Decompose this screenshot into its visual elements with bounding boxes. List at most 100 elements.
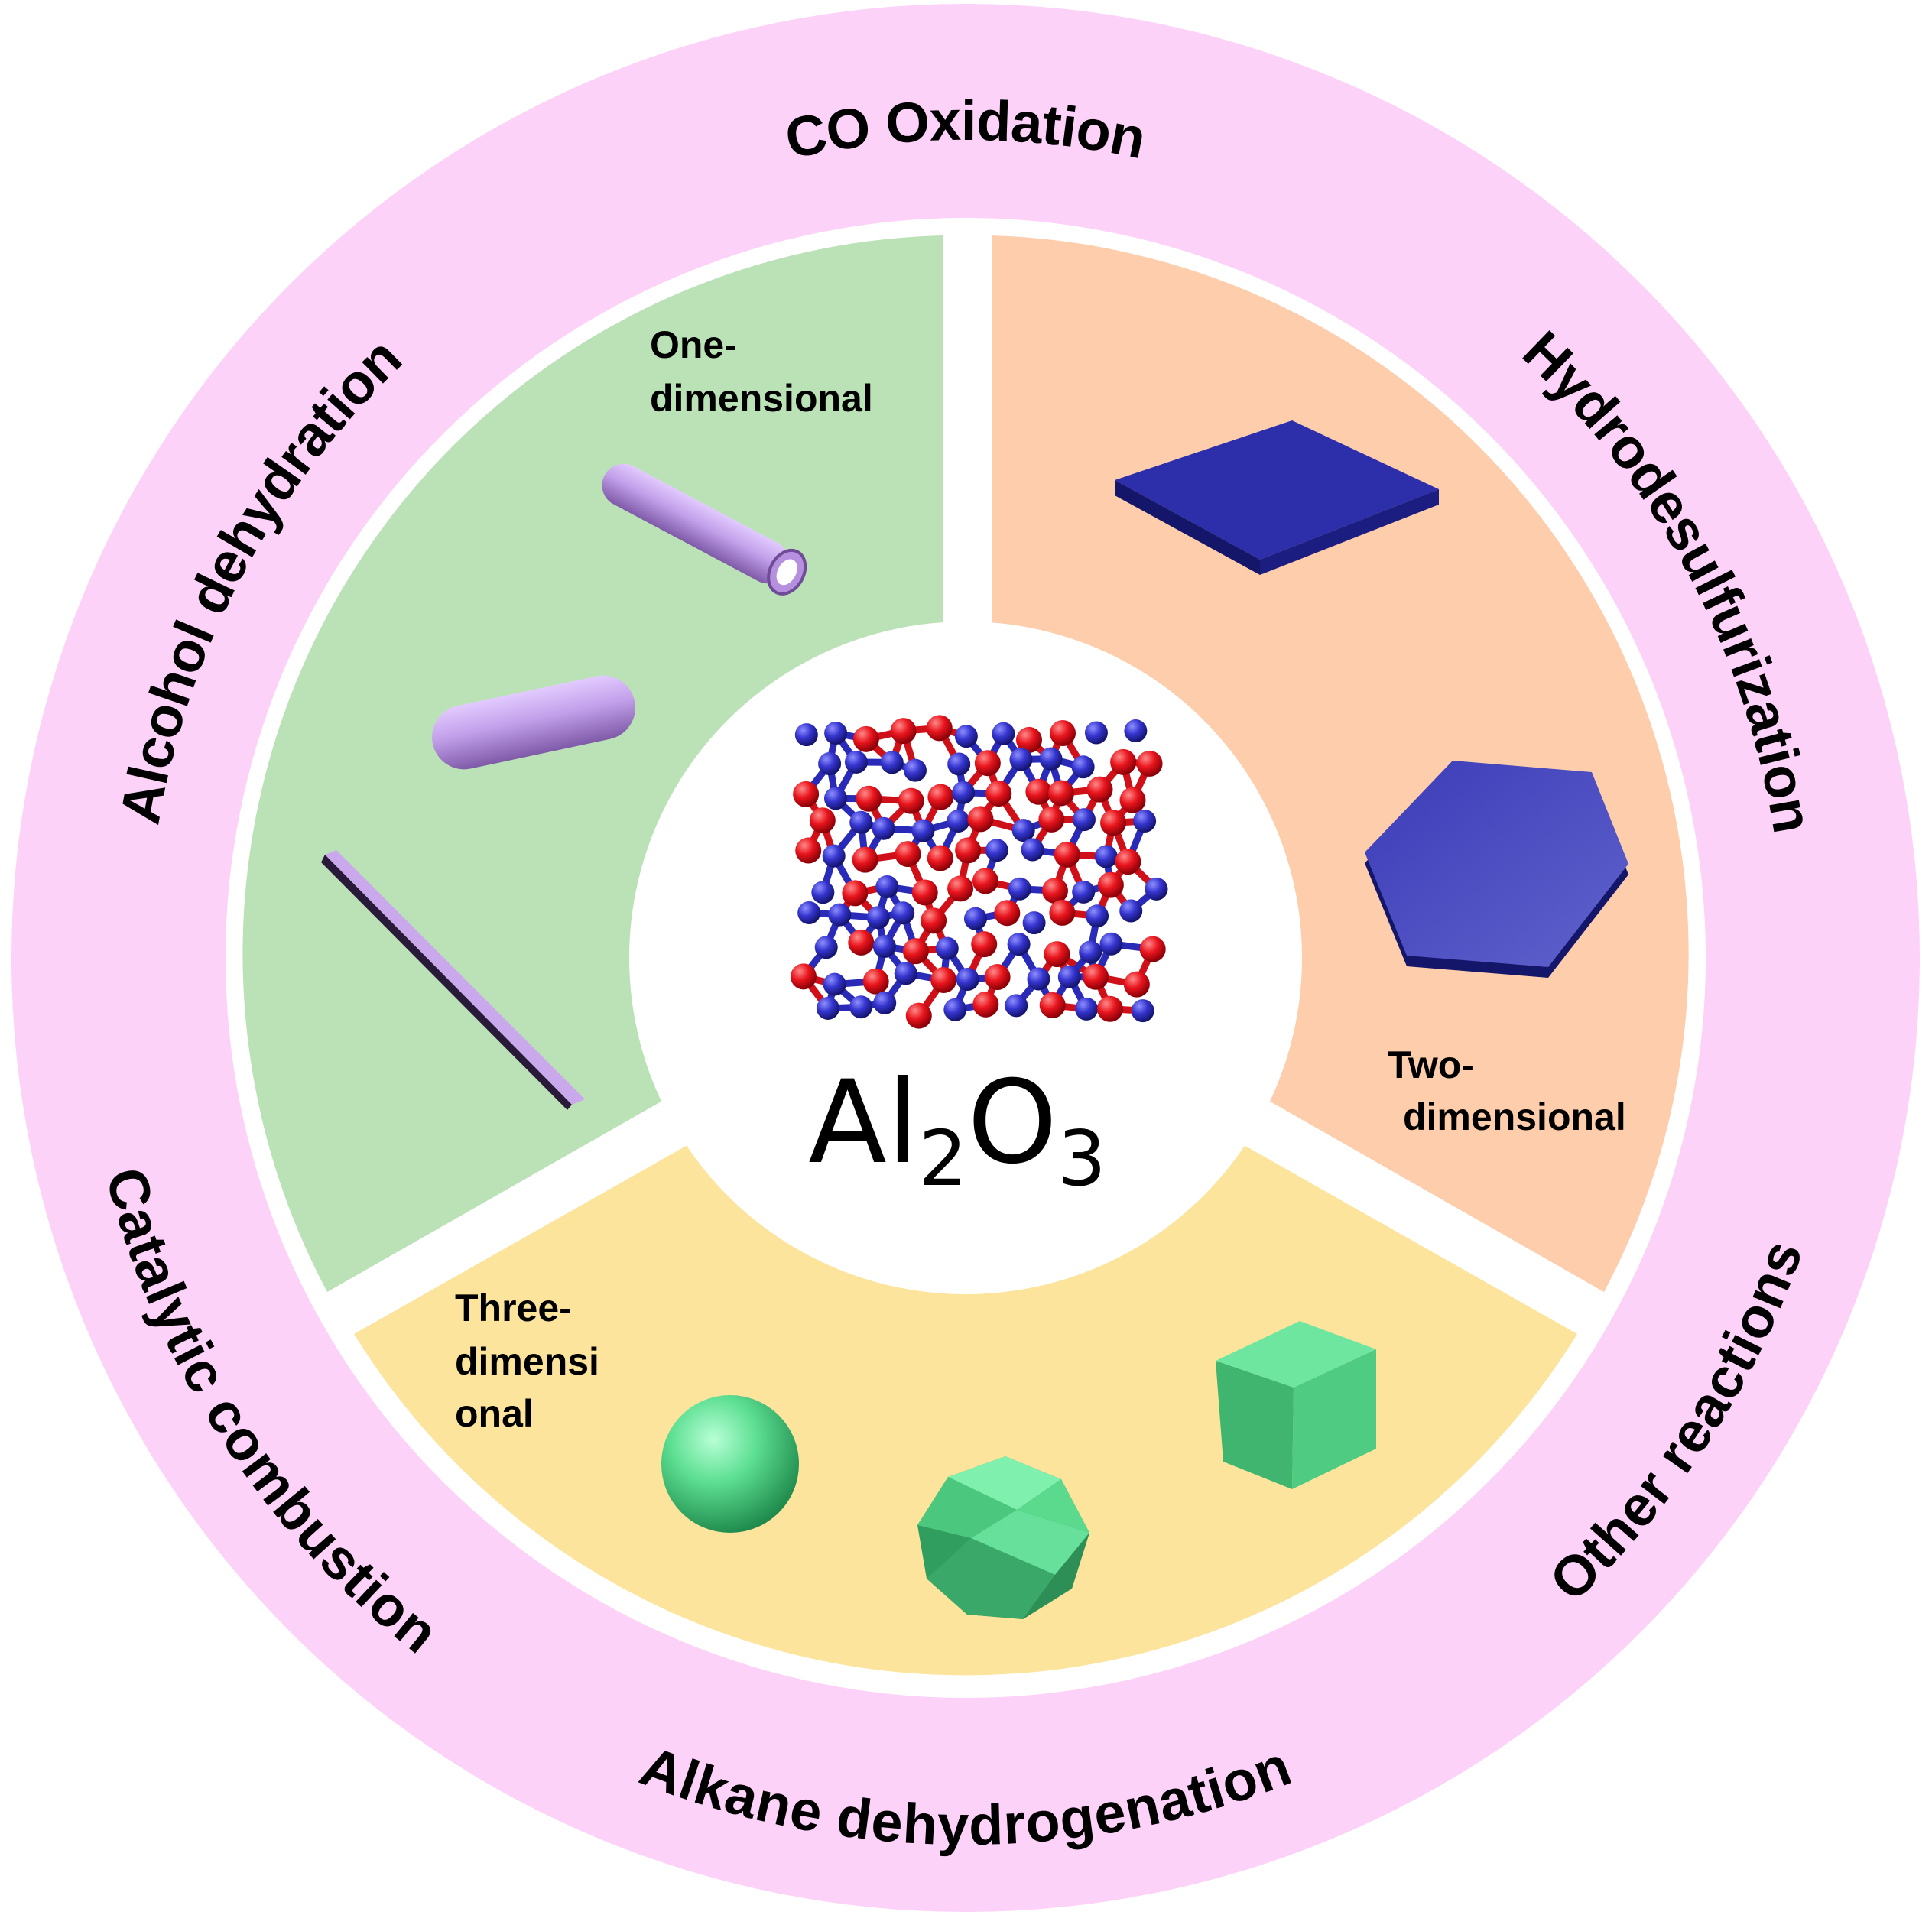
oxygen-atom: [1025, 778, 1052, 805]
polyhedron-icon: [917, 1456, 1089, 1619]
oxygen-atom: [862, 968, 889, 995]
nanosheet-square-icon: [1115, 420, 1439, 575]
oxygen-atom: [1115, 849, 1141, 875]
oxygen-atom: [971, 931, 998, 958]
sector-three-dimensional: [354, 1139, 1577, 1676]
aluminum-atom: [956, 968, 979, 992]
aluminum-atom: [823, 787, 847, 810]
oxygen-atom: [972, 868, 998, 894]
oxygen-atom: [1038, 806, 1065, 833]
oxygen-atom: [890, 718, 917, 745]
oxygen-atom: [793, 781, 820, 807]
oxygen-atom: [984, 964, 1011, 991]
oxygen-atom: [852, 725, 879, 752]
aluminum-atom: [1057, 965, 1081, 988]
aluminum-atom: [1086, 904, 1109, 928]
aluminum-atom: [811, 881, 835, 904]
aluminum-atom: [880, 751, 904, 774]
oxygen-atom: [895, 841, 921, 868]
oxygen-atom: [1044, 941, 1070, 968]
aluminum-atom: [1075, 997, 1099, 1021]
oxygen-atom: [1119, 787, 1146, 813]
aluminum-atom: [952, 781, 976, 804]
aluminum-atom: [1079, 940, 1102, 964]
oxygen-atom: [1015, 726, 1042, 753]
aluminum-atom: [1039, 747, 1063, 771]
oxygen-atom: [972, 991, 999, 1018]
aluminum-atom: [1094, 845, 1118, 868]
oxygen-atom: [927, 845, 953, 871]
oxygen-atom: [1110, 748, 1137, 775]
oxygen-atom: [1100, 810, 1127, 836]
aluminum-atom: [1071, 755, 1095, 779]
aluminum-atom: [1131, 999, 1154, 1023]
aluminum-atom: [818, 752, 842, 776]
oxygen-atom: [809, 807, 836, 834]
oxygen-atom: [848, 929, 875, 956]
oxygen-atom: [974, 750, 1001, 777]
aluminum-atom: [992, 722, 1015, 745]
nanosphere-icon: [661, 1395, 799, 1533]
oxygen-atom: [994, 900, 1021, 927]
oxygen-atom: [1123, 971, 1150, 998]
oxygen-atom: [947, 875, 974, 902]
oxygen-atom: [1041, 878, 1068, 904]
aluminum-atom: [943, 998, 967, 1021]
oxygen-atom: [902, 938, 929, 965]
oxygen-atom: [842, 880, 869, 907]
oxygen-atom: [1139, 936, 1166, 962]
oxygen-atom: [905, 1002, 932, 1029]
oxygen-atom: [1049, 899, 1076, 926]
al2o3-crystal-lattice-icon: [790, 715, 1168, 1029]
nanowire-icon: [321, 850, 585, 1110]
aluminum-atom: [911, 819, 935, 842]
aluminum-atom: [797, 901, 821, 925]
aluminum-atom: [1124, 719, 1148, 743]
aluminum-atom: [872, 816, 895, 840]
oxygen-atom: [898, 787, 924, 814]
aluminum-atom: [866, 906, 890, 930]
oxygen-atom: [1096, 995, 1123, 1022]
aluminum-atom: [1145, 877, 1168, 901]
aluminum-atom: [794, 723, 818, 747]
aluminum-atom: [875, 875, 899, 898]
oxygen-atom: [1083, 963, 1109, 990]
oxygen-atom: [1049, 719, 1076, 746]
oxygen-atom: [795, 837, 822, 864]
aluminum-atom: [1119, 899, 1143, 923]
aluminum-atom: [1009, 748, 1033, 771]
label-three-dimensional: Three- dimensi onal: [455, 1287, 610, 1435]
oxygen-atom: [1039, 992, 1066, 1018]
oxygen-atom: [921, 907, 947, 934]
aluminum-atom: [822, 844, 846, 868]
oxygen-atom: [790, 963, 817, 990]
aluminum-atom: [1005, 994, 1028, 1018]
aluminum-atom: [903, 758, 927, 782]
nanorod-icon: [432, 675, 635, 770]
oxygen-atom: [955, 837, 982, 864]
aluminum-atom: [947, 752, 971, 776]
aluminum-atom: [1099, 932, 1123, 956]
oxygen-atom: [1097, 871, 1124, 898]
aluminum-atom: [824, 721, 848, 745]
aluminum-atom: [816, 996, 839, 1020]
aluminum-atom: [823, 972, 846, 996]
oxygen-atom: [856, 785, 882, 812]
aluminum-atom: [1008, 877, 1031, 901]
aluminum-atom: [1072, 808, 1096, 832]
oxygen-atom: [852, 846, 878, 873]
oxygen-atom: [985, 781, 1012, 807]
aluminum-atom: [954, 725, 978, 748]
oxygen-atom: [967, 806, 994, 833]
aluminum-atom: [985, 839, 1008, 862]
aluminum-atom: [935, 936, 959, 960]
nanotube-icon: [602, 463, 807, 596]
aluminum-atom: [844, 750, 868, 774]
aluminum-atom: [849, 995, 873, 1019]
nanosheet-hexagon-icon: [1365, 761, 1628, 978]
aluminum-atom: [1027, 967, 1050, 991]
aluminum-atom: [872, 935, 896, 959]
label-one-dimensional: One- dimensional: [650, 323, 873, 420]
al2o3-formula: Al2O3: [808, 1056, 1106, 1203]
